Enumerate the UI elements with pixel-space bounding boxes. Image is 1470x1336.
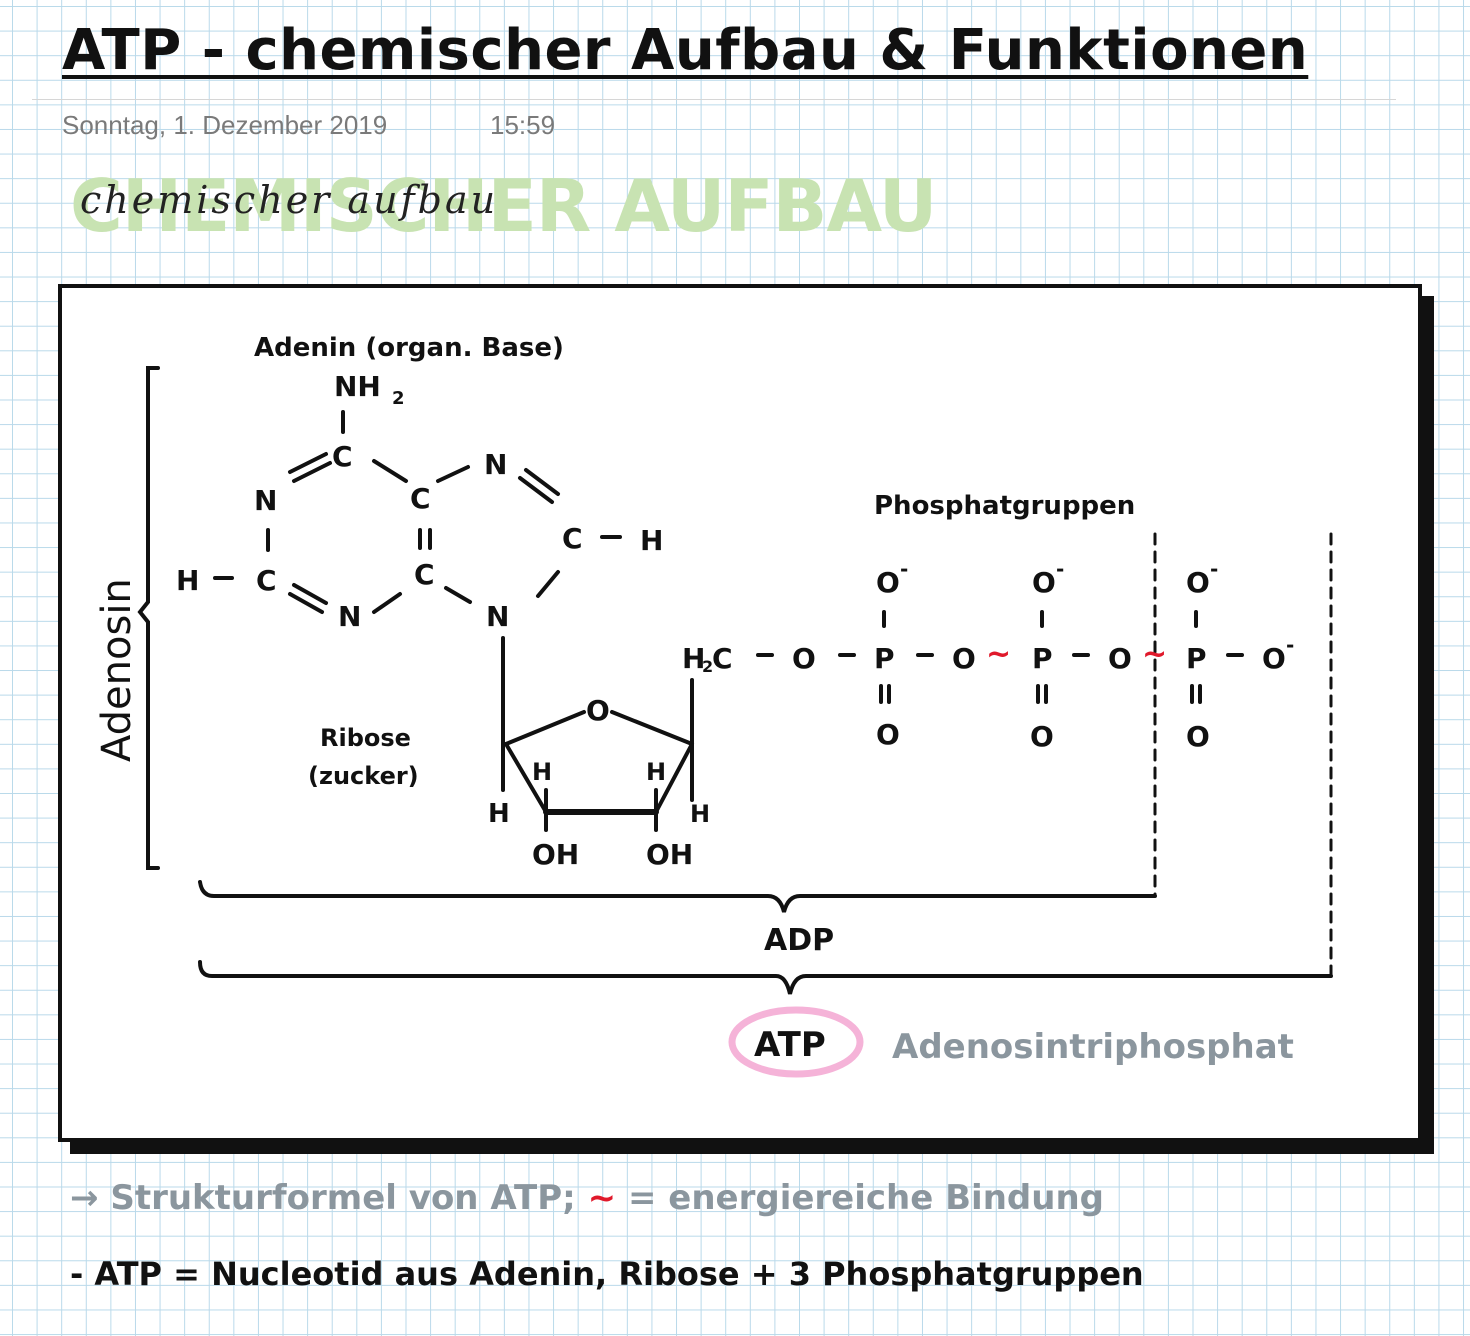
atom-h-left: H [176,564,199,597]
adenosin-bracket [137,366,160,870]
phosphate-label: Phosphatgruppen [874,491,1135,521]
ribose-label: Ribose [320,724,411,752]
diagram-box [58,284,1422,1142]
atom-n-right: N [484,448,507,481]
page-title: ATP - chemischer Aufbau & Funktionen [62,18,1309,83]
atom-o-ring: O [586,694,610,727]
atom-h-right: H [640,524,663,557]
energy-bond-1: ~ [986,637,1011,672]
atom-p-1: P [874,642,895,675]
atom-nh2-sub: 2 [392,388,405,409]
note-nucleotide: - ATP = Nucleotid aus Adenin, Ribose + 3… [70,1255,1144,1293]
atom-o-top-3: O [1186,566,1210,599]
section-heading-script: chemischer aufbau [80,178,499,222]
page-time: 15:59 [490,110,556,140]
title-divider [32,99,1396,100]
note-energy-text: = energiereiche Bindung [627,1178,1105,1218]
atom-oh-1: OH [532,838,579,871]
atom-n-bottom: N [338,600,361,633]
arrow-right-icon: → [70,1178,99,1218]
section-heading-highlight: CHEMISCHER AUFBAU [70,164,937,248]
adp-brace [198,880,1157,913]
note-structure-text: Strukturformel von ATP; [110,1178,576,1218]
minus-top-2: - [1056,557,1064,581]
atom-n-link: N [486,600,509,633]
atom-o-bridge-2: O [952,642,976,675]
atom-c-top: C [332,440,353,473]
energy-bond-2: ~ [1142,637,1167,672]
atom-p-3: P [1186,642,1207,675]
adp-label: ADP [764,923,834,958]
atom-nh2: NH [334,370,381,403]
atom-h-ribose-2: H [646,758,666,786]
atom-h2c-h: H [682,642,705,675]
minus-top-3: - [1210,557,1218,581]
energy-bond-symbol: ~ [587,1178,617,1218]
atp-full-name: Adenosintriphosphat [892,1027,1294,1067]
atom-o-bridge-3: O [1108,642,1132,675]
adenin-label: Adenin (organ. Base) [254,333,564,363]
atp-label: ATP [754,1025,826,1065]
atom-n-left: N [254,484,277,517]
atom-h-ribose-4: H [690,800,710,828]
minus-top-1: - [900,557,908,581]
atom-o-bottom-1: O [876,718,900,751]
atom-c-left: C [256,564,277,597]
atom-h-ribose-3: H [488,799,510,829]
atom-o-end: O [1262,642,1286,675]
atom-h-ribose-1: H [532,758,552,786]
atom-o-top-1: O [876,566,900,599]
ribose-sub-label: (zucker) [308,762,419,790]
atp-highlight-circle [728,1006,864,1078]
note-structure-formula: → Strukturformel von ATP; ~ = energierei… [70,1178,1104,1218]
atom-oh-2: OH [646,838,693,871]
page-date: Sonntag, 1. Dezember 2019 [62,110,388,140]
atom-o-bottom-3: O [1186,720,1210,753]
minus-end: - [1286,633,1294,657]
atom-o-bridge-1: O [792,642,816,675]
atom-o-top-2: O [1032,566,1056,599]
atp-brace [198,960,1333,995]
atom-h2c-c: C [712,642,733,675]
atom-c-right: C [562,522,583,555]
atom-o-bottom-2: O [1030,720,1054,753]
atom-c-mid: C [410,482,431,515]
adenosin-label: Adenosin [94,578,140,762]
atom-h2c-sub: 2 [702,657,713,676]
atom-p-2: P [1032,642,1053,675]
atom-c-low: C [414,558,435,591]
